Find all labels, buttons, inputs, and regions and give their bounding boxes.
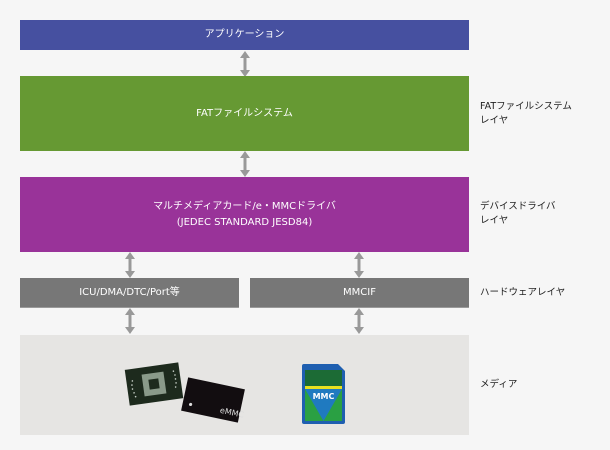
side-label-line: デバイスドライバ [480,201,556,212]
hardware-label-icu: ICU/DMA/DTC/Port等 [79,286,180,298]
application-layer-box: アプリケーション [20,20,469,50]
side-label-filesystem: FATファイルシステム レイヤ [480,100,572,128]
emmc-chip-icon: eMMC [181,377,245,423]
side-label-media: メディア [480,378,517,392]
side-label-driver: デバイスドライバ レイヤ [480,200,556,228]
driver-label-line1: マルチメディアカード/e・MMCドライバ [153,200,336,212]
mmcif-box: MMCIF [250,278,469,308]
hardware-label-mmcif: MMCIF [343,286,376,298]
application-label: アプリケーション [204,29,285,40]
bidirectional-arrow-icon [125,252,135,278]
bidirectional-arrow-icon [240,151,250,177]
side-label-line: ハードウェアレイヤ [480,287,566,298]
bga-chip-icon [124,362,184,406]
bidirectional-arrow-icon [354,252,364,278]
side-label-line: FATファイルシステム [480,101,572,112]
fat-filesystem-label: FATファイルシステム [196,107,293,119]
fat-filesystem-box: FATファイルシステム [20,76,469,151]
mmc-driver-box: マルチメディアカード/e・MMCドライバ (JEDEC STANDARD JES… [20,177,469,252]
bidirectional-arrow-icon [125,308,135,334]
side-label-line: メディア [480,379,518,390]
mmc-card-icon: MMC [302,364,345,424]
mmc-card-text: MMC [313,392,335,401]
bidirectional-arrow-icon [354,308,364,334]
side-label-line: レイヤ [480,215,509,226]
bidirectional-arrow-icon [240,51,250,77]
media-layer-box: eMMC MMC [20,335,469,435]
side-label-hardware: ハードウェアレイヤ [480,286,565,300]
side-label-line: レイヤ [480,115,509,126]
driver-label-line2: (JEDEC STANDARD JESD84) [176,216,313,228]
icu-dma-dtc-port-box: ICU/DMA/DTC/Port等 [20,278,239,308]
